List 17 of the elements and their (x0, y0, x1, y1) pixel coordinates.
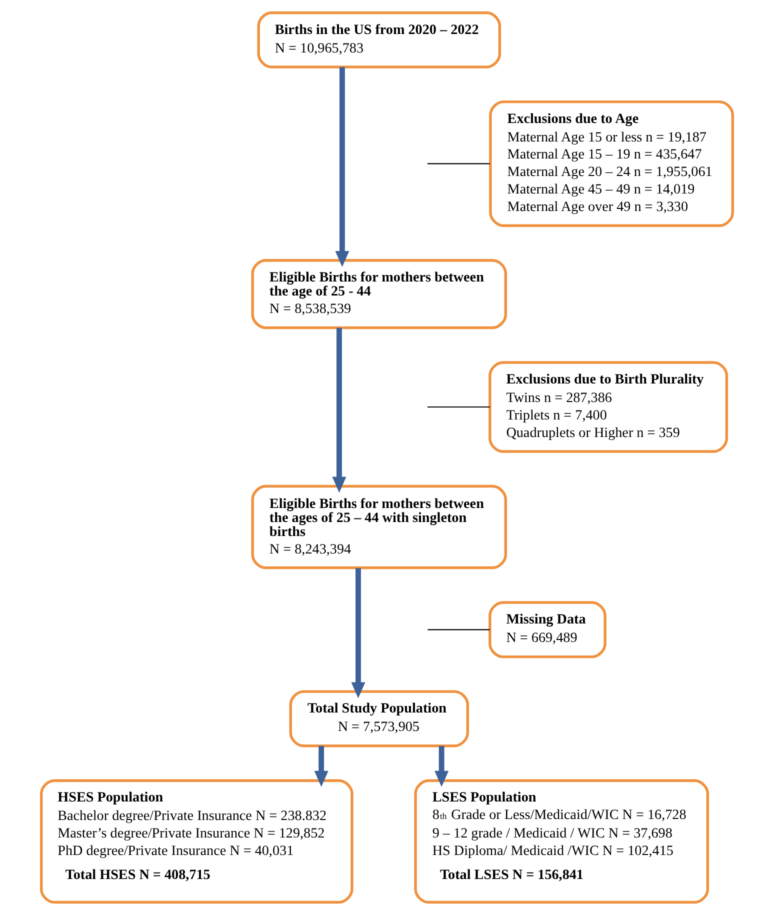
node-box: Eligible Births for mothers between the age of 25 - 44 N = 8,538,539 (251, 259, 508, 330)
node-box: LSES Population 8th Grade or Less/Medicaid/WIC N = 16,728 9 – 12 grade / Medicaid / WIC N = 37,698 HS Diploma/ Medicaid /WIC N = 102,415 Total LSES N = 156,841 (414, 779, 710, 904)
node-box: Births in the US from 2020 – 2022 N = 10,965,783 (257, 11, 502, 68)
connector (427, 406, 490, 408)
connector (428, 629, 490, 630)
node-box: Exclusions due to Age Maternal Age 15 or less n = 19,187 Maternal Age 15 – 19 n = 435,647 Maternal Age 20 – 24 n = 1,955,061 Maternal Age 45 – 49 n = 14,019 Maternal Age over 49 n = 3,330 (489, 100, 734, 227)
node-box: Exclusions due to Birth Plurality Twins n = 287,386 Triplets n = 7,400 Quadruplets or Higher n = 359 (488, 361, 728, 453)
node-box: HSES Population Bachelor degree/Private Insurance N = 238.832 Master’s degree/Private Insurance N = 129,852 PhD degree/Private Insurance N = 40,031 Total HSES N = 408,715 (40, 779, 354, 904)
arrow (332, 328, 346, 493)
node-box: Total Study Population N = 7,573,905 (289, 690, 469, 748)
connector (427, 163, 490, 164)
arrow (434, 746, 449, 787)
node-box: Eligible Births for mothers between the ages of 25 – 44 with singleton births N = 8,243,394 (251, 484, 508, 570)
arrow (335, 67, 350, 267)
arrow (351, 568, 366, 698)
arrow (314, 746, 328, 787)
node-box: Missing Data N = 669,489 (488, 601, 606, 658)
